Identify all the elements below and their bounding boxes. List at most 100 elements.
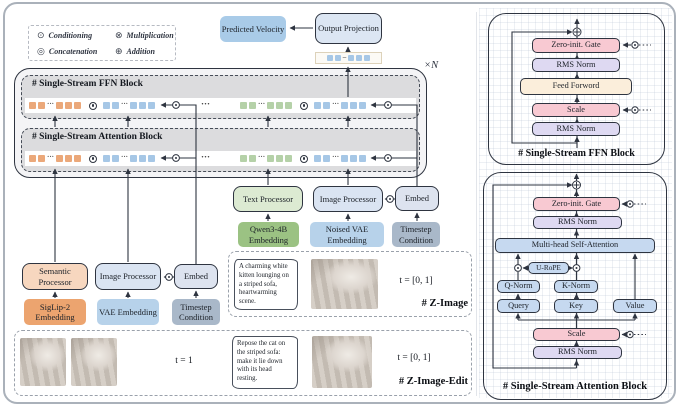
token-dots: ···: [47, 100, 55, 108]
ffn-detail-title: # Single-Stream FFN Block: [518, 148, 635, 159]
edit-source-cat-photo-2: [71, 338, 117, 386]
attn-scale-box: Scale: [533, 328, 620, 341]
qwen-embedding-box: Qwen3-4B Embedding: [238, 222, 299, 247]
legend-item-conditioning: ⊙ Conditioning: [37, 30, 115, 41]
token: [348, 55, 355, 61]
z-image-tag: # Z-Image: [421, 298, 468, 309]
image-token: [359, 155, 367, 162]
q-norm-box: Q-Norm: [497, 280, 540, 293]
vae-embedding-box: VAE Embedding: [97, 299, 159, 325]
image-token: [314, 155, 322, 162]
timestep-condition-mid-box: Timestep Condition: [392, 222, 440, 247]
image-token: [350, 155, 358, 162]
token-dots: ···: [332, 153, 340, 161]
edit-timestep-label: t = [0, 1]: [397, 353, 431, 363]
k-norm-box: K-Norm: [554, 280, 598, 293]
image-token: [350, 102, 358, 109]
attn-rms-norm-bottom-box: RMS Norm: [533, 346, 622, 359]
text-token: [267, 155, 275, 162]
semantic-token: [56, 102, 64, 109]
legend-item-concatenation: ◎ Concatenation: [37, 47, 115, 57]
semantic-token: [38, 155, 45, 162]
token-dots: ···: [258, 100, 266, 108]
semantic-token: [38, 102, 45, 109]
image-token: [341, 155, 349, 162]
image-token: [323, 155, 331, 162]
token: [356, 55, 363, 61]
noised-vae-embedding-box: Noised VAE Embedding: [310, 222, 384, 247]
attention-detail-title: # Single-Stream Attention Block: [502, 381, 648, 392]
key-box: Key: [554, 299, 598, 313]
image-token: [112, 155, 120, 162]
image-token: [130, 155, 138, 162]
image-token: [130, 102, 138, 109]
output-projection-box: Output Projection: [315, 13, 382, 44]
ffn-block-title: # Single-Stream FFN Block: [32, 79, 143, 89]
token-dots: ···: [332, 100, 340, 108]
semantic-token: [29, 102, 36, 109]
text-token: [285, 155, 293, 162]
image-token: [359, 102, 367, 109]
semantic-token: [74, 102, 82, 109]
token-dots: ···: [258, 153, 266, 161]
timestep-condition-left-box: Timestep Condition: [172, 299, 220, 325]
token: [364, 55, 371, 61]
legend-label: Multiplication: [126, 31, 174, 40]
concatenation-icon: [89, 154, 98, 163]
siglip-embedding-box: SigLip-2 Embedding: [24, 299, 86, 325]
concatenation-icon: [89, 101, 98, 110]
token-gap: –: [342, 52, 347, 61]
text-token: [276, 155, 284, 162]
legend-label: Concatenation: [48, 47, 98, 56]
panel-divider: [476, 12, 477, 396]
value-box: Value: [613, 299, 657, 313]
legend: ⊙ Conditioning ⊗ Multiplication ◎ Concat…: [28, 25, 176, 61]
text-token: [267, 102, 275, 109]
image-token: [314, 102, 322, 109]
predicted-velocity-box: Predicted Velocity: [220, 16, 286, 42]
ffn-rms-norm-top-box: RMS Norm: [532, 58, 620, 72]
token-dots: ···: [121, 100, 129, 108]
multiplication-icon: ⊗: [115, 30, 123, 41]
edit-source-cat-photo: [20, 338, 66, 386]
attn-rms-norm-top-box: RMS Norm: [533, 216, 622, 229]
image-token: [103, 102, 111, 109]
semantic-token: [65, 102, 73, 109]
semantic-token: [56, 155, 64, 162]
edit-result-cat-photo: [312, 336, 372, 388]
text-token: [240, 155, 248, 162]
image-token: [139, 155, 147, 162]
concatenation-icon: [300, 101, 309, 110]
text-token: [240, 102, 248, 109]
feed-forward-box: Feed Forword: [520, 78, 632, 95]
attention-detail-box: [483, 172, 667, 400]
legend-label: Conditioning: [48, 31, 93, 40]
image-token: [139, 102, 147, 109]
addition-icon: ⊕: [115, 46, 123, 57]
ffn-detail-box: [488, 13, 665, 165]
sequence-gap: ···: [201, 152, 211, 162]
embed-mid-box: Embed: [395, 186, 439, 211]
ffn-zero-gate-box: Zero-init. Gate: [532, 38, 620, 53]
token: [326, 55, 333, 61]
text-token: [249, 155, 257, 162]
conditioning-icon: ⊙: [37, 30, 45, 41]
z-image-cat-photo: [311, 259, 378, 309]
text-token: [285, 102, 293, 109]
image-token: [323, 102, 331, 109]
embed-left-box: Embed: [174, 264, 218, 289]
query-box: Query: [497, 299, 540, 313]
token: [334, 55, 341, 61]
ffn-token-strip: ··· ··· ··· ··· ···: [25, 98, 416, 113]
text-token: [276, 102, 284, 109]
z-image-edit-tag: # Z-Image-Edit: [398, 376, 468, 387]
ffn-rms-norm-bottom-box: RMS Norm: [532, 122, 620, 136]
edit-prompt-note: Repose the cat on the striped sofa: make…: [232, 336, 298, 389]
token-dots: ···: [47, 153, 55, 161]
semantic-token: [65, 155, 73, 162]
concatenation-icon: [300, 154, 309, 163]
text-token: [249, 102, 257, 109]
z-image-prompt-note: A charming white kitten lounging on a st…: [234, 259, 298, 310]
legend-item-addition: ⊕ Addition: [115, 46, 185, 57]
